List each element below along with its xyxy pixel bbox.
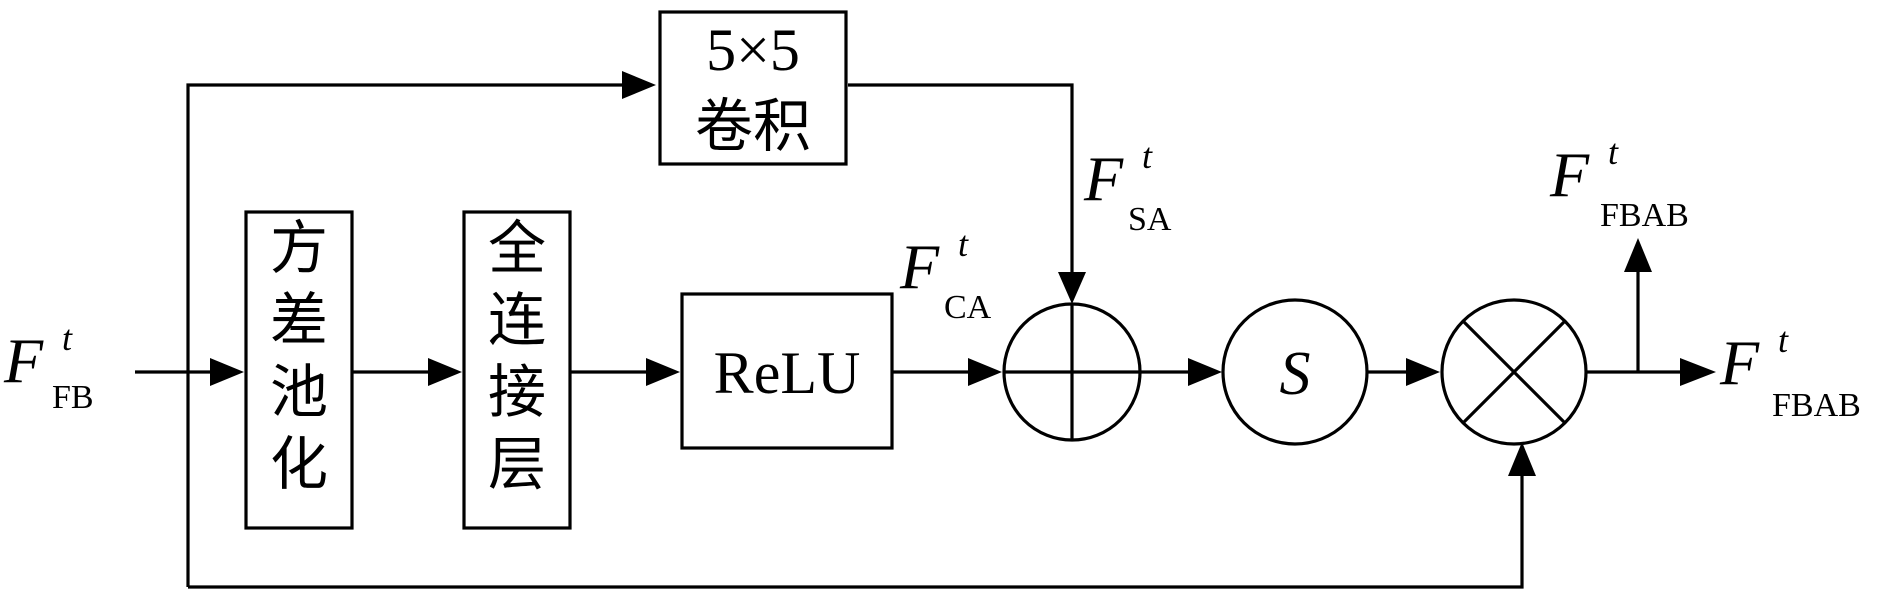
variance-pooling-block: 方 差 池 化: [244, 210, 354, 530]
wire-conv-to-add: [848, 83, 1074, 272]
var-sup: t: [958, 224, 969, 264]
var-main: F: [899, 231, 940, 302]
var-main: F: [1719, 327, 1760, 398]
conv-label-line2: 卷积: [695, 92, 811, 160]
arrowhead: [1188, 358, 1222, 386]
label-output-top: F t FBAB: [1549, 132, 1689, 234]
arrowhead: [622, 71, 656, 99]
pool-char: 差: [270, 286, 328, 354]
multiply-node: [1440, 298, 1588, 446]
var-sub: CA: [944, 289, 992, 326]
wire-top-path: [186, 83, 622, 587]
var-main: F: [3, 325, 44, 396]
arrowhead: [428, 358, 462, 386]
arrowhead: [1508, 442, 1536, 476]
add-node: [1002, 302, 1142, 442]
fc-char: 接: [488, 358, 546, 426]
arrowhead: [1058, 272, 1086, 304]
sigmoid-label: S: [1280, 340, 1311, 408]
var-sup: t: [1142, 136, 1153, 176]
var-sub: FB: [52, 379, 94, 416]
pool-char: 方: [270, 214, 328, 282]
arrowhead: [1680, 358, 1716, 386]
arrowhead: [1406, 358, 1440, 386]
arrowhead: [968, 358, 1002, 386]
arrowheads: [210, 71, 1716, 476]
pool-char: 池: [270, 358, 328, 426]
connections: [135, 83, 1680, 589]
var-sub: SA: [1128, 201, 1172, 238]
conv-label-line1: 5×5: [706, 17, 800, 83]
wire-bottom-path: [188, 476, 1524, 589]
var-main: F: [1549, 139, 1590, 210]
fully-connected-block: 全 连 接 层: [462, 210, 572, 530]
fc-char: 层: [488, 430, 546, 498]
arrowhead: [210, 358, 244, 386]
var-sub: FBAB: [1600, 197, 1689, 234]
label-ca: F t CA: [899, 224, 992, 326]
sigmoid-node: S: [1221, 298, 1369, 446]
fc-char: 全: [488, 214, 546, 282]
conv-block: 5×5 卷积: [658, 10, 848, 166]
arrowhead: [646, 358, 680, 386]
arrowhead: [1624, 238, 1652, 272]
var-main: F: [1083, 143, 1124, 214]
relu-label: ReLU: [714, 340, 861, 406]
label-output: F t FBAB: [1719, 320, 1861, 424]
var-sup: t: [62, 318, 73, 358]
var-sub: FBAB: [1772, 387, 1861, 424]
label-input: F t FB: [3, 318, 94, 416]
fc-char: 连: [488, 286, 546, 354]
label-sa: F t SA: [1083, 136, 1172, 238]
pool-char: 化: [270, 430, 328, 498]
relu-block: ReLU: [680, 292, 894, 450]
var-sup: t: [1778, 320, 1789, 360]
var-sup: t: [1608, 132, 1619, 172]
